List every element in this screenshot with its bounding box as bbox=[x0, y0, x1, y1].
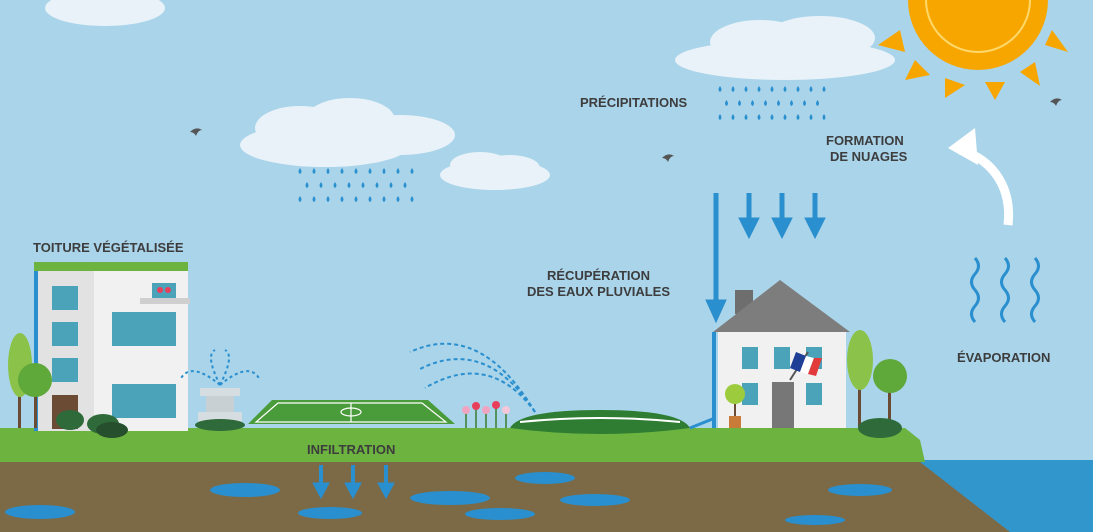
rain-drops-left bbox=[298, 168, 414, 202]
building-green-roof bbox=[34, 262, 190, 431]
rain-drop-icon bbox=[731, 86, 735, 92]
rain-drop-icon bbox=[354, 196, 358, 202]
rain-drop-icon bbox=[796, 86, 800, 92]
evaporation-waves-icon bbox=[970, 257, 1040, 323]
bushes bbox=[195, 419, 245, 431]
rain-drop-icon bbox=[305, 182, 309, 188]
rain-drop-icon bbox=[326, 168, 330, 174]
rain-drop-icon bbox=[744, 114, 748, 120]
soccer-field bbox=[248, 400, 455, 424]
rain-drop-icon bbox=[347, 182, 351, 188]
trees-right bbox=[847, 330, 907, 438]
rain-drop-icon bbox=[718, 86, 722, 92]
rain-drop-icon bbox=[396, 196, 400, 202]
rain-drop-icon bbox=[382, 196, 386, 202]
sprinkler-spray bbox=[409, 342, 536, 413]
rain-drop-icon bbox=[744, 86, 748, 92]
rain-drop-icon bbox=[777, 100, 780, 106]
rain-drop-icon bbox=[725, 100, 728, 106]
label-precipitations: PRÉCIPITATIONS bbox=[580, 95, 688, 110]
soil bbox=[0, 462, 1010, 532]
label-toiture: TOITURE VÉGÉTALISÉE bbox=[33, 240, 184, 255]
label-formation-line1: FORMATION bbox=[826, 133, 904, 148]
cloud-top-left bbox=[45, 0, 165, 26]
rain-drop-icon bbox=[312, 196, 316, 202]
rain-drop-icon bbox=[816, 100, 819, 106]
label-infiltration: INFILTRATION bbox=[307, 442, 396, 457]
rain-drop-icon bbox=[396, 168, 400, 174]
rain-drop-icon bbox=[389, 182, 393, 188]
rain-drop-icon bbox=[809, 86, 813, 92]
arrowhead-icon bbox=[948, 128, 978, 165]
sun-icon bbox=[878, 0, 1068, 100]
rain-drop-icon bbox=[298, 196, 302, 202]
rain-drop-icon bbox=[790, 100, 793, 106]
rain-drop-icon bbox=[770, 114, 774, 120]
label-recuperation-line1: RÉCUPÉRATION bbox=[547, 268, 651, 283]
rain-drop-icon bbox=[340, 196, 344, 202]
rain-drops-right bbox=[718, 86, 826, 120]
rain-drop-icon bbox=[764, 100, 767, 106]
rain-drop-icon bbox=[403, 182, 407, 188]
rain-drop-icon bbox=[361, 182, 365, 188]
label-recuperation-line2: DES EAUX PLUVIALES bbox=[527, 284, 671, 299]
trees-left bbox=[8, 333, 128, 438]
rain-drop-icon bbox=[757, 86, 761, 92]
label-formation-line2: DE NUAGES bbox=[830, 149, 908, 164]
french-flag-icon bbox=[789, 351, 822, 381]
rain-drop-icon bbox=[368, 196, 372, 202]
rain-drop-icon bbox=[375, 182, 379, 188]
rain-drop-icon bbox=[718, 114, 722, 120]
rain-drop-icon bbox=[326, 196, 330, 202]
rainwater-tank bbox=[510, 410, 716, 434]
rain-drop-icon bbox=[410, 196, 414, 202]
rain-drop-icon bbox=[783, 86, 787, 92]
groundwater-pools bbox=[5, 472, 892, 525]
house bbox=[712, 280, 850, 428]
rain-drop-icon bbox=[783, 114, 787, 120]
grass bbox=[0, 428, 925, 462]
cloud-left bbox=[240, 98, 455, 167]
cloud-right bbox=[675, 16, 895, 80]
rain-drop-icon bbox=[822, 114, 826, 120]
rain-drop-icon bbox=[382, 168, 386, 174]
rain-drop-icon bbox=[796, 114, 800, 120]
rain-drop-icon bbox=[757, 114, 761, 120]
cloud-middle bbox=[440, 152, 550, 190]
rain-drop-icon bbox=[319, 182, 323, 188]
rain-drop-icon bbox=[751, 100, 754, 106]
rain-drop-icon bbox=[368, 168, 372, 174]
rain-drop-icon bbox=[340, 168, 344, 174]
label-evaporation: ÉVAPORATION bbox=[957, 350, 1051, 365]
rain-drop-icon bbox=[312, 168, 316, 174]
rain-drop-icon bbox=[731, 114, 735, 120]
rain-arrows-icon bbox=[705, 193, 826, 324]
rain-drop-icon bbox=[738, 100, 741, 106]
rain-drop-icon bbox=[809, 114, 813, 120]
flowers bbox=[462, 401, 510, 428]
rain-drop-icon bbox=[354, 168, 358, 174]
bird-icon bbox=[190, 98, 1062, 162]
rain-drop-icon bbox=[803, 100, 806, 106]
rain-drop-icon bbox=[770, 86, 774, 92]
infiltration-arrows-icon bbox=[312, 465, 395, 500]
rain-drop-icon bbox=[333, 182, 337, 188]
rain-drop-icon bbox=[298, 168, 302, 174]
rain-drop-icon bbox=[822, 86, 826, 92]
rain-drop-icon bbox=[410, 168, 414, 174]
